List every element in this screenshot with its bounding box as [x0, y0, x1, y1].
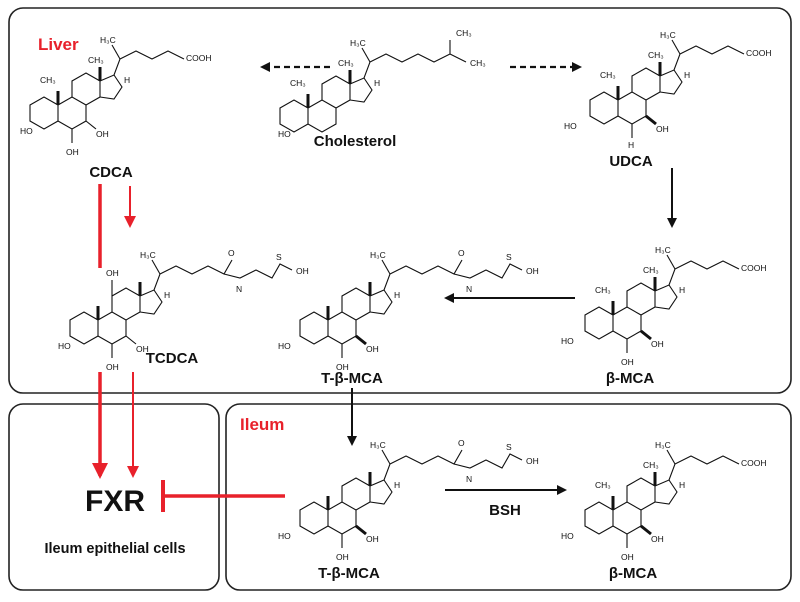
svg-text:OH: OH [106, 268, 119, 278]
svg-text:CH₃: CH₃ [595, 480, 611, 490]
svg-text:N: N [466, 284, 472, 294]
svg-text:HO: HO [278, 341, 291, 351]
svg-text:H₃C: H₃C [140, 250, 156, 260]
t-beta-mca-liver-structure: HO OH OH O N S OH H₃C H [278, 248, 539, 372]
svg-text:H: H [394, 290, 400, 300]
svg-text:OH: OH [96, 129, 109, 139]
svg-text:OH: OH [621, 552, 634, 562]
svg-text:CH₃: CH₃ [88, 55, 104, 65]
svg-text:CH₃: CH₃ [648, 50, 664, 60]
svg-text:OH: OH [296, 266, 309, 276]
t-beta-mca-ileum-structure: HO OH OH O N S OH H₃C H [278, 438, 539, 562]
svg-text:OH: OH [336, 552, 349, 562]
svg-text:HO: HO [564, 121, 577, 131]
svg-text:H₃C: H₃C [370, 440, 386, 450]
svg-text:H: H [374, 78, 380, 88]
liver-region-box [8, 7, 792, 394]
svg-text:CH₃: CH₃ [40, 75, 56, 85]
t-beta-mca-liver-label: T-β-MCA [321, 370, 383, 387]
svg-text:OH: OH [656, 124, 669, 134]
svg-text:H₃C: H₃C [370, 250, 386, 260]
ileum-region-box [225, 403, 792, 591]
cdca-label: CDCA [89, 164, 132, 181]
svg-text:OH: OH [66, 147, 79, 157]
svg-text:OH: OH [366, 534, 379, 544]
svg-text:CH₃: CH₃ [600, 70, 616, 80]
cdca-structure: HO OH OH COOH H₃C CH₃ CH₃ H [20, 35, 212, 157]
svg-text:S: S [506, 252, 512, 262]
svg-text:HO: HO [278, 129, 291, 139]
svg-text:COOH: COOH [746, 48, 772, 58]
svg-text:COOH: COOH [741, 263, 767, 273]
ileum-epithelial-cells-label: Ileum epithelial cells [44, 541, 185, 557]
svg-text:H: H [394, 480, 400, 490]
t-beta-mca-ileum-label: T-β-MCA [318, 565, 380, 582]
svg-text:HO: HO [561, 336, 574, 346]
svg-text:HO: HO [20, 126, 33, 136]
svg-text:OH: OH [136, 344, 149, 354]
svg-text:HO: HO [561, 531, 574, 541]
svg-text:H₃C: H₃C [655, 440, 671, 450]
svg-text:CH₃: CH₃ [643, 265, 659, 275]
svg-text:S: S [506, 442, 512, 452]
svg-text:H₃C: H₃C [100, 35, 116, 45]
svg-text:N: N [236, 284, 242, 294]
svg-text:O: O [458, 248, 465, 258]
svg-text:CH₃: CH₃ [643, 460, 659, 470]
fxr-label: FXR [85, 485, 145, 518]
svg-text:CH₃: CH₃ [456, 28, 472, 38]
svg-text:OH: OH [526, 456, 539, 466]
svg-text:O: O [458, 438, 465, 448]
beta-mca-ileum-label: β-MCA [609, 565, 657, 582]
svg-text:H₃C: H₃C [655, 245, 671, 255]
beta-mca-liver-label: β-MCA [606, 370, 654, 387]
svg-text:COOH: COOH [186, 53, 212, 63]
tcdca-label: TCDCA [146, 350, 199, 367]
svg-text:H: H [679, 285, 685, 295]
svg-text:OH: OH [621, 357, 634, 367]
svg-text:S: S [276, 252, 282, 262]
svg-text:H: H [684, 70, 690, 80]
svg-text:OH: OH [336, 362, 349, 372]
svg-text:N: N [466, 474, 472, 484]
svg-text:OH: OH [526, 266, 539, 276]
svg-text:CH₃: CH₃ [338, 58, 354, 68]
svg-text:H: H [628, 140, 634, 150]
svg-text:OH: OH [651, 339, 664, 349]
cholesterol-label: Cholesterol [314, 133, 397, 150]
tcdca-structure: HO OH OH OH O N S OH H₃C H [58, 248, 309, 372]
ileum-label: Ileum [240, 415, 284, 434]
liver-label: Liver [38, 35, 79, 54]
udca-structure: HO H OH COOH H₃C CH₃ CH₃ H [564, 30, 772, 150]
bsh-label: BSH [489, 502, 521, 519]
svg-text:OH: OH [651, 534, 664, 544]
svg-text:H: H [164, 290, 170, 300]
svg-text:OH: OH [366, 344, 379, 354]
svg-text:OH: OH [106, 362, 119, 372]
svg-text:CH₃: CH₃ [290, 78, 306, 88]
udca-label: UDCA [609, 153, 652, 170]
svg-text:H: H [124, 75, 130, 85]
svg-text:HO: HO [278, 531, 291, 541]
cholesterol-structure: HO H₃C CH₃ CH₃ CH₃ CH₃ H [278, 28, 486, 139]
svg-text:H₃C: H₃C [660, 30, 676, 40]
svg-text:H: H [679, 480, 685, 490]
svg-text:H₃C: H₃C [350, 38, 366, 48]
svg-text:O: O [228, 248, 235, 258]
beta-mca-liver-structure: HO OH OH COOH H₃C CH₃ CH₃ H [561, 245, 767, 367]
svg-text:CH₃: CH₃ [595, 285, 611, 295]
svg-text:CH₃: CH₃ [470, 58, 486, 68]
svg-text:COOH: COOH [741, 458, 767, 468]
svg-text:HO: HO [58, 341, 71, 351]
beta-mca-ileum-structure: HO OH OH COOH H₃C CH₃ CH₃ H [561, 440, 767, 562]
